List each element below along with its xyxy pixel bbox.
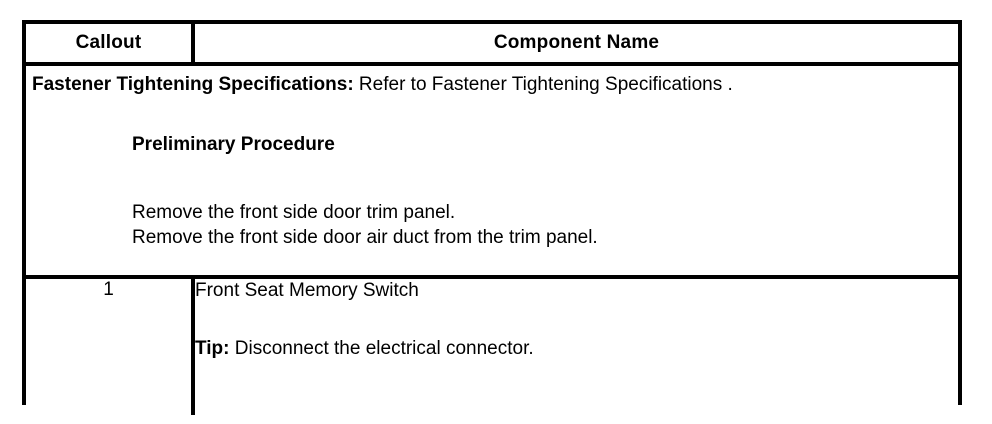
table-row: 1 Front Seat Memory Switch Tip: Disconne… [26,277,958,415]
component-tip-line: Tip: Disconnect the electrical connector… [195,337,958,361]
preliminary-step-list: Remove the front side door trim panel. R… [132,200,954,250]
tip-text: Disconnect the electrical connector. [229,338,534,359]
callout-number: 1 [26,277,195,415]
fastener-specifications-line: Fastener Tightening Specifications: Refe… [32,72,954,98]
list-item: Remove the front side door air duct from… [132,227,598,248]
list-item: Remove the front side door trim panel. [132,202,456,223]
column-header-callout: Callout [26,24,195,66]
fastener-specifications-reference: Refer to Fastener Tightening Specificati… [353,74,733,95]
table-header-row: Callout Component Name [26,24,958,66]
tip-label: Tip: [195,338,230,359]
column-header-component-name: Component Name [193,24,958,66]
fastener-specifications-label: Fastener Tightening Specifications: [32,74,354,95]
table: Callout Component Name Fastener Tighteni… [26,24,958,415]
preliminary-procedure-cell: Fastener Tightening Specifications: Refe… [26,64,958,279]
preliminary-procedure-heading: Preliminary Procedure [132,134,335,155]
preliminary-procedure-row: Fastener Tightening Specifications: Refe… [26,64,958,279]
component-name-text: Front Seat Memory Switch [195,280,419,301]
service-procedure-table: Callout Component Name Fastener Tighteni… [22,20,962,415]
component-description-cell: Front Seat Memory Switch Tip: Disconnect… [193,277,958,415]
